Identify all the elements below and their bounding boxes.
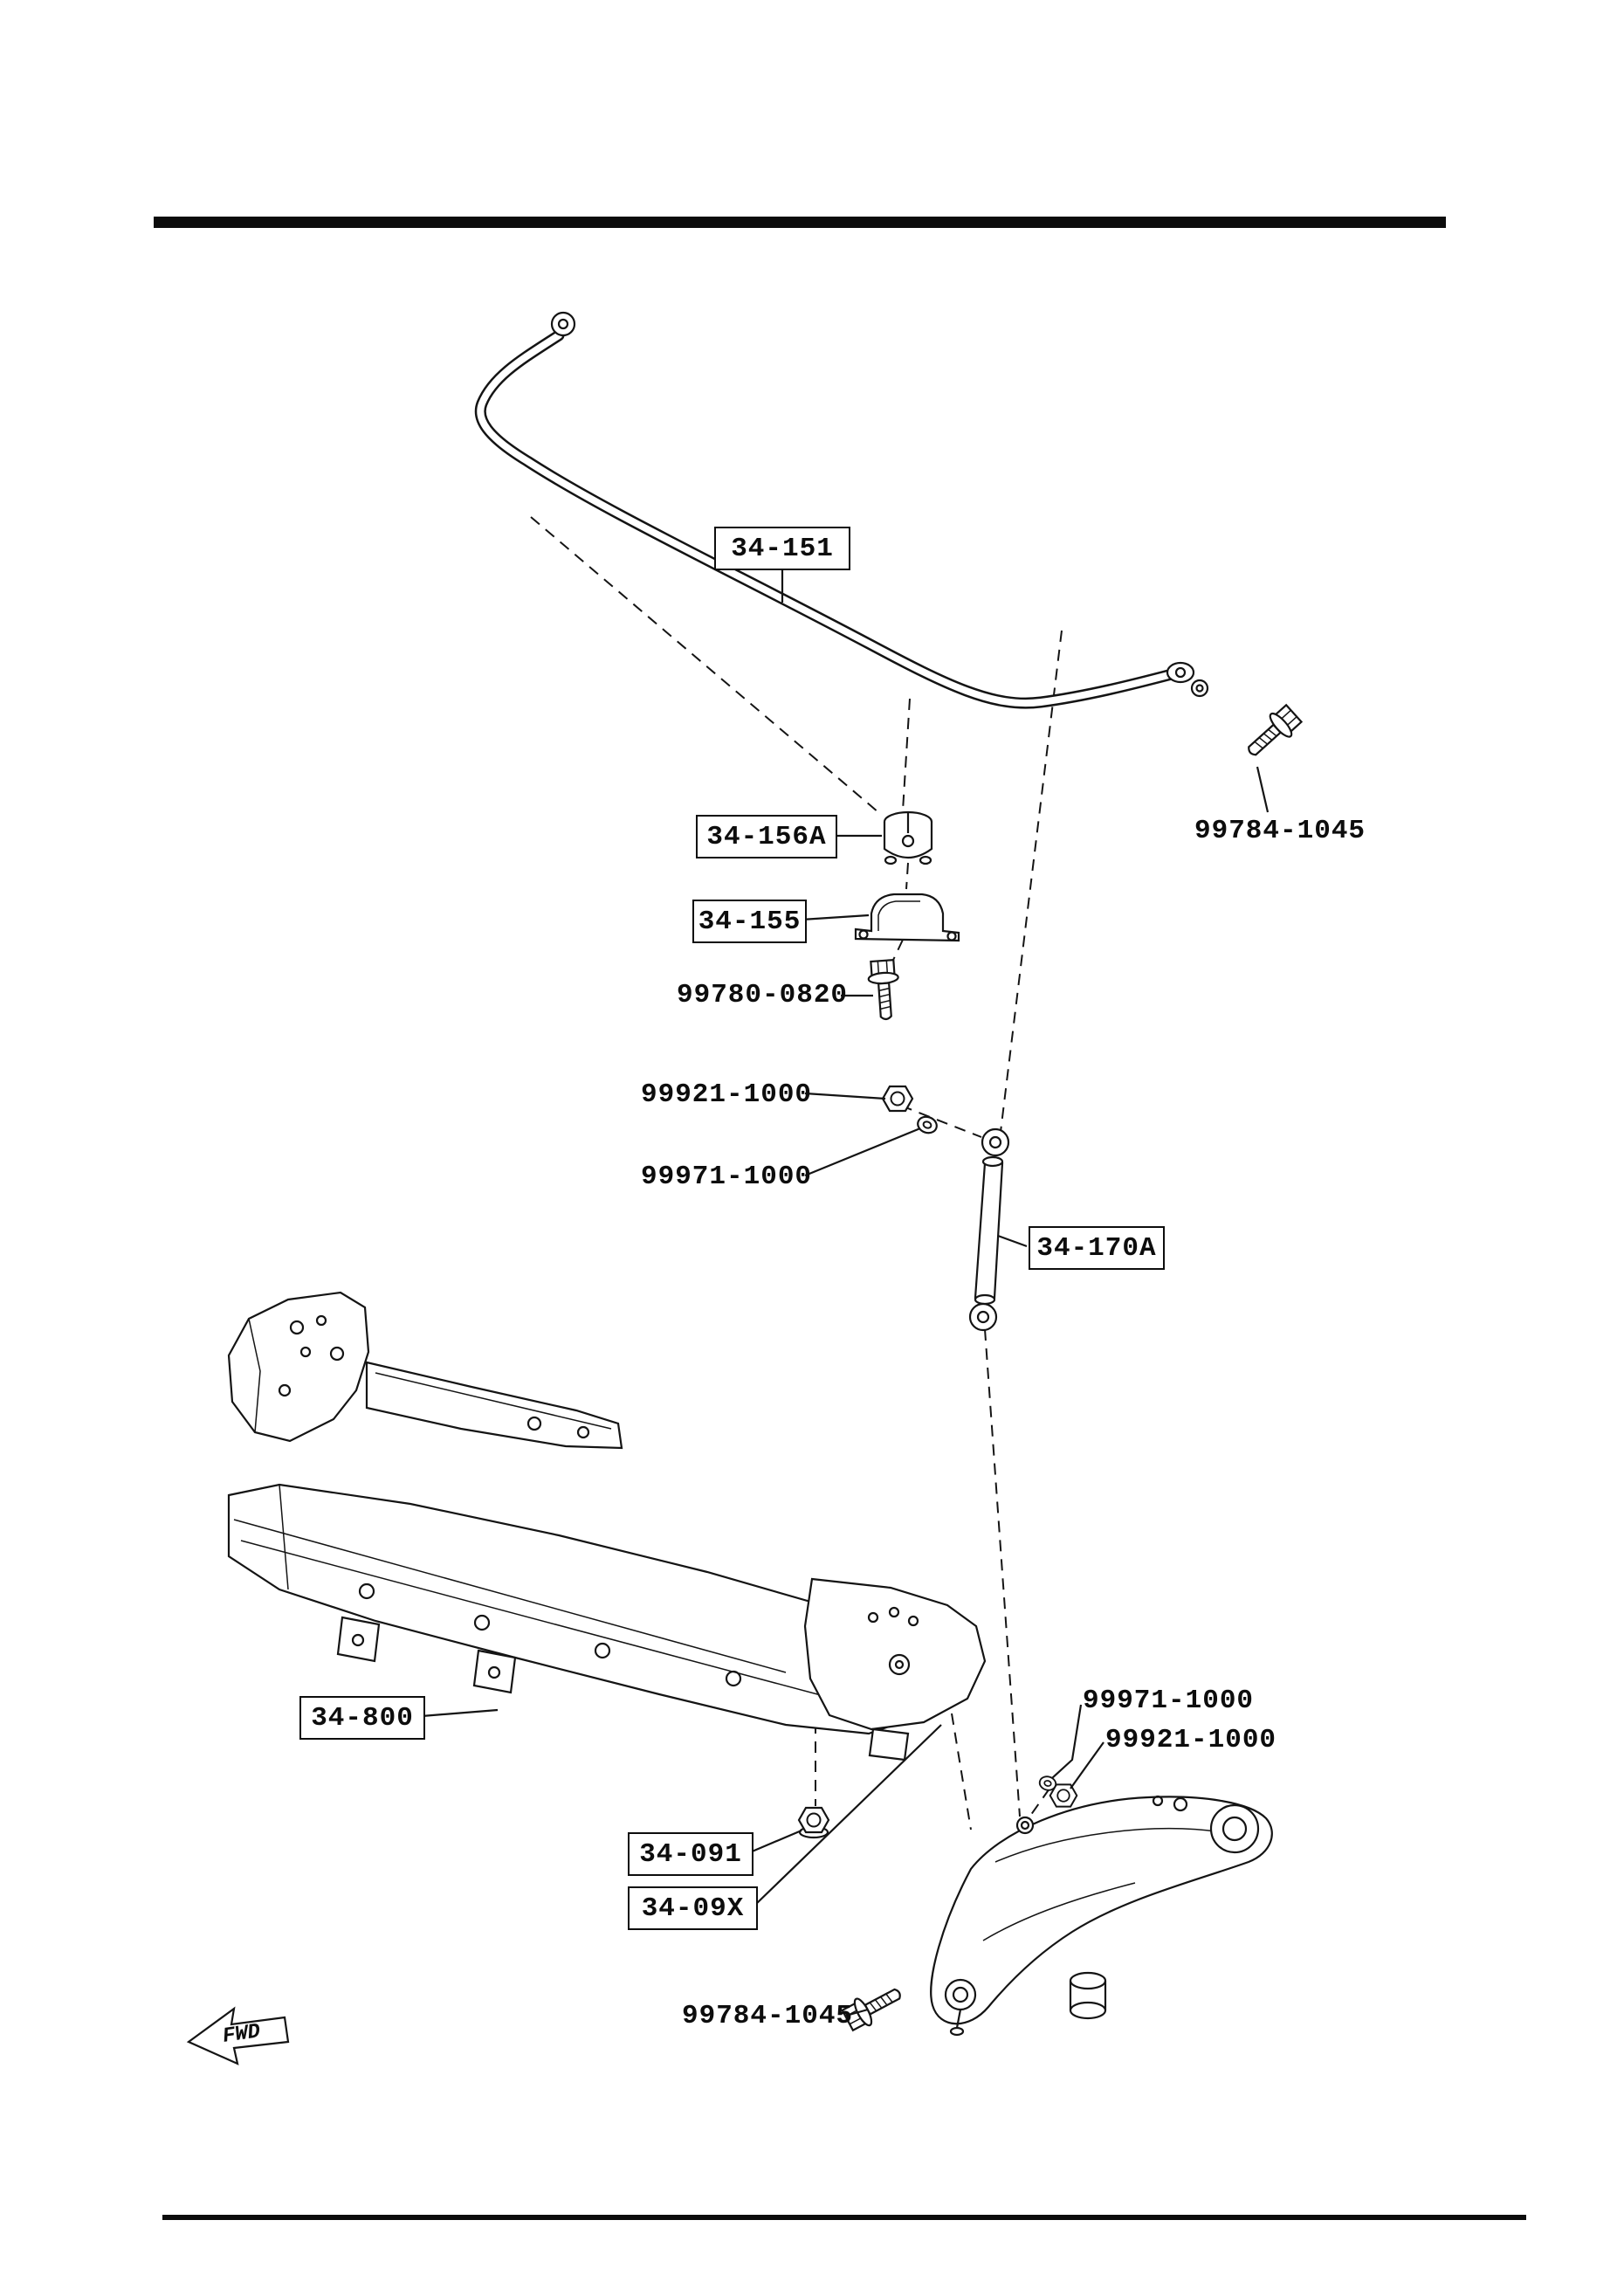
- nut-99921-1000-top-drawing: [881, 1085, 914, 1113]
- bolt-99780-0820-drawing: [866, 958, 903, 1022]
- part-number-99784-1045-top: 99784-1045: [1194, 816, 1366, 846]
- part-label-34-09x: 34-09X: [628, 1886, 758, 1930]
- part-number-99780-0820: 99780-0820: [677, 980, 849, 1010]
- lower-control-arm-drawing: [930, 1795, 1273, 2037]
- part-label-34-170a: 34-170A: [1029, 1226, 1165, 1270]
- stabilizer-bar-drawing: [474, 311, 1209, 709]
- stabilizer-bushing-drawing: [883, 810, 933, 865]
- nut-34-091-drawing: [797, 1806, 830, 1839]
- bolt-99784-1045-top-drawing: [1239, 701, 1305, 765]
- washer-99971-1000-top-drawing: [914, 1113, 940, 1137]
- crossmember-drawing: [227, 1291, 987, 1762]
- stabilizer-bracket-drawing: [854, 893, 960, 942]
- fwd-arrow: FWD: [186, 2006, 290, 2065]
- fwd-label: FWD: [221, 2020, 262, 2049]
- part-number-99971-1000-top: 99971-1000: [641, 1162, 813, 1192]
- part-label-34-800: 34-800: [299, 1696, 425, 1740]
- part-label-34-091: 34-091: [628, 1832, 754, 1876]
- part-number-99921-1000-top: 99921-1000: [641, 1079, 813, 1110]
- part-number-99784-1045-bottom: 99784-1045: [682, 2001, 854, 2031]
- part-label-34-156a: 34-156A: [696, 815, 837, 858]
- bottom-rule: [162, 2215, 1526, 2220]
- part-label-34-151: 34-151: [714, 527, 850, 570]
- leader-lines: [421, 568, 1270, 2017]
- part-number-99971-1000-right: 99971-1000: [1083, 1686, 1255, 1716]
- part-number-99921-1000-right: 99921-1000: [1105, 1725, 1277, 1755]
- top-rule: [154, 217, 1446, 228]
- dashed-lines: [530, 516, 1063, 1831]
- nut-99921-1000-right-drawing: [1049, 1783, 1078, 1808]
- stabilizer-link-drawing: [968, 1127, 1010, 1332]
- part-label-34-155: 34-155: [692, 900, 807, 943]
